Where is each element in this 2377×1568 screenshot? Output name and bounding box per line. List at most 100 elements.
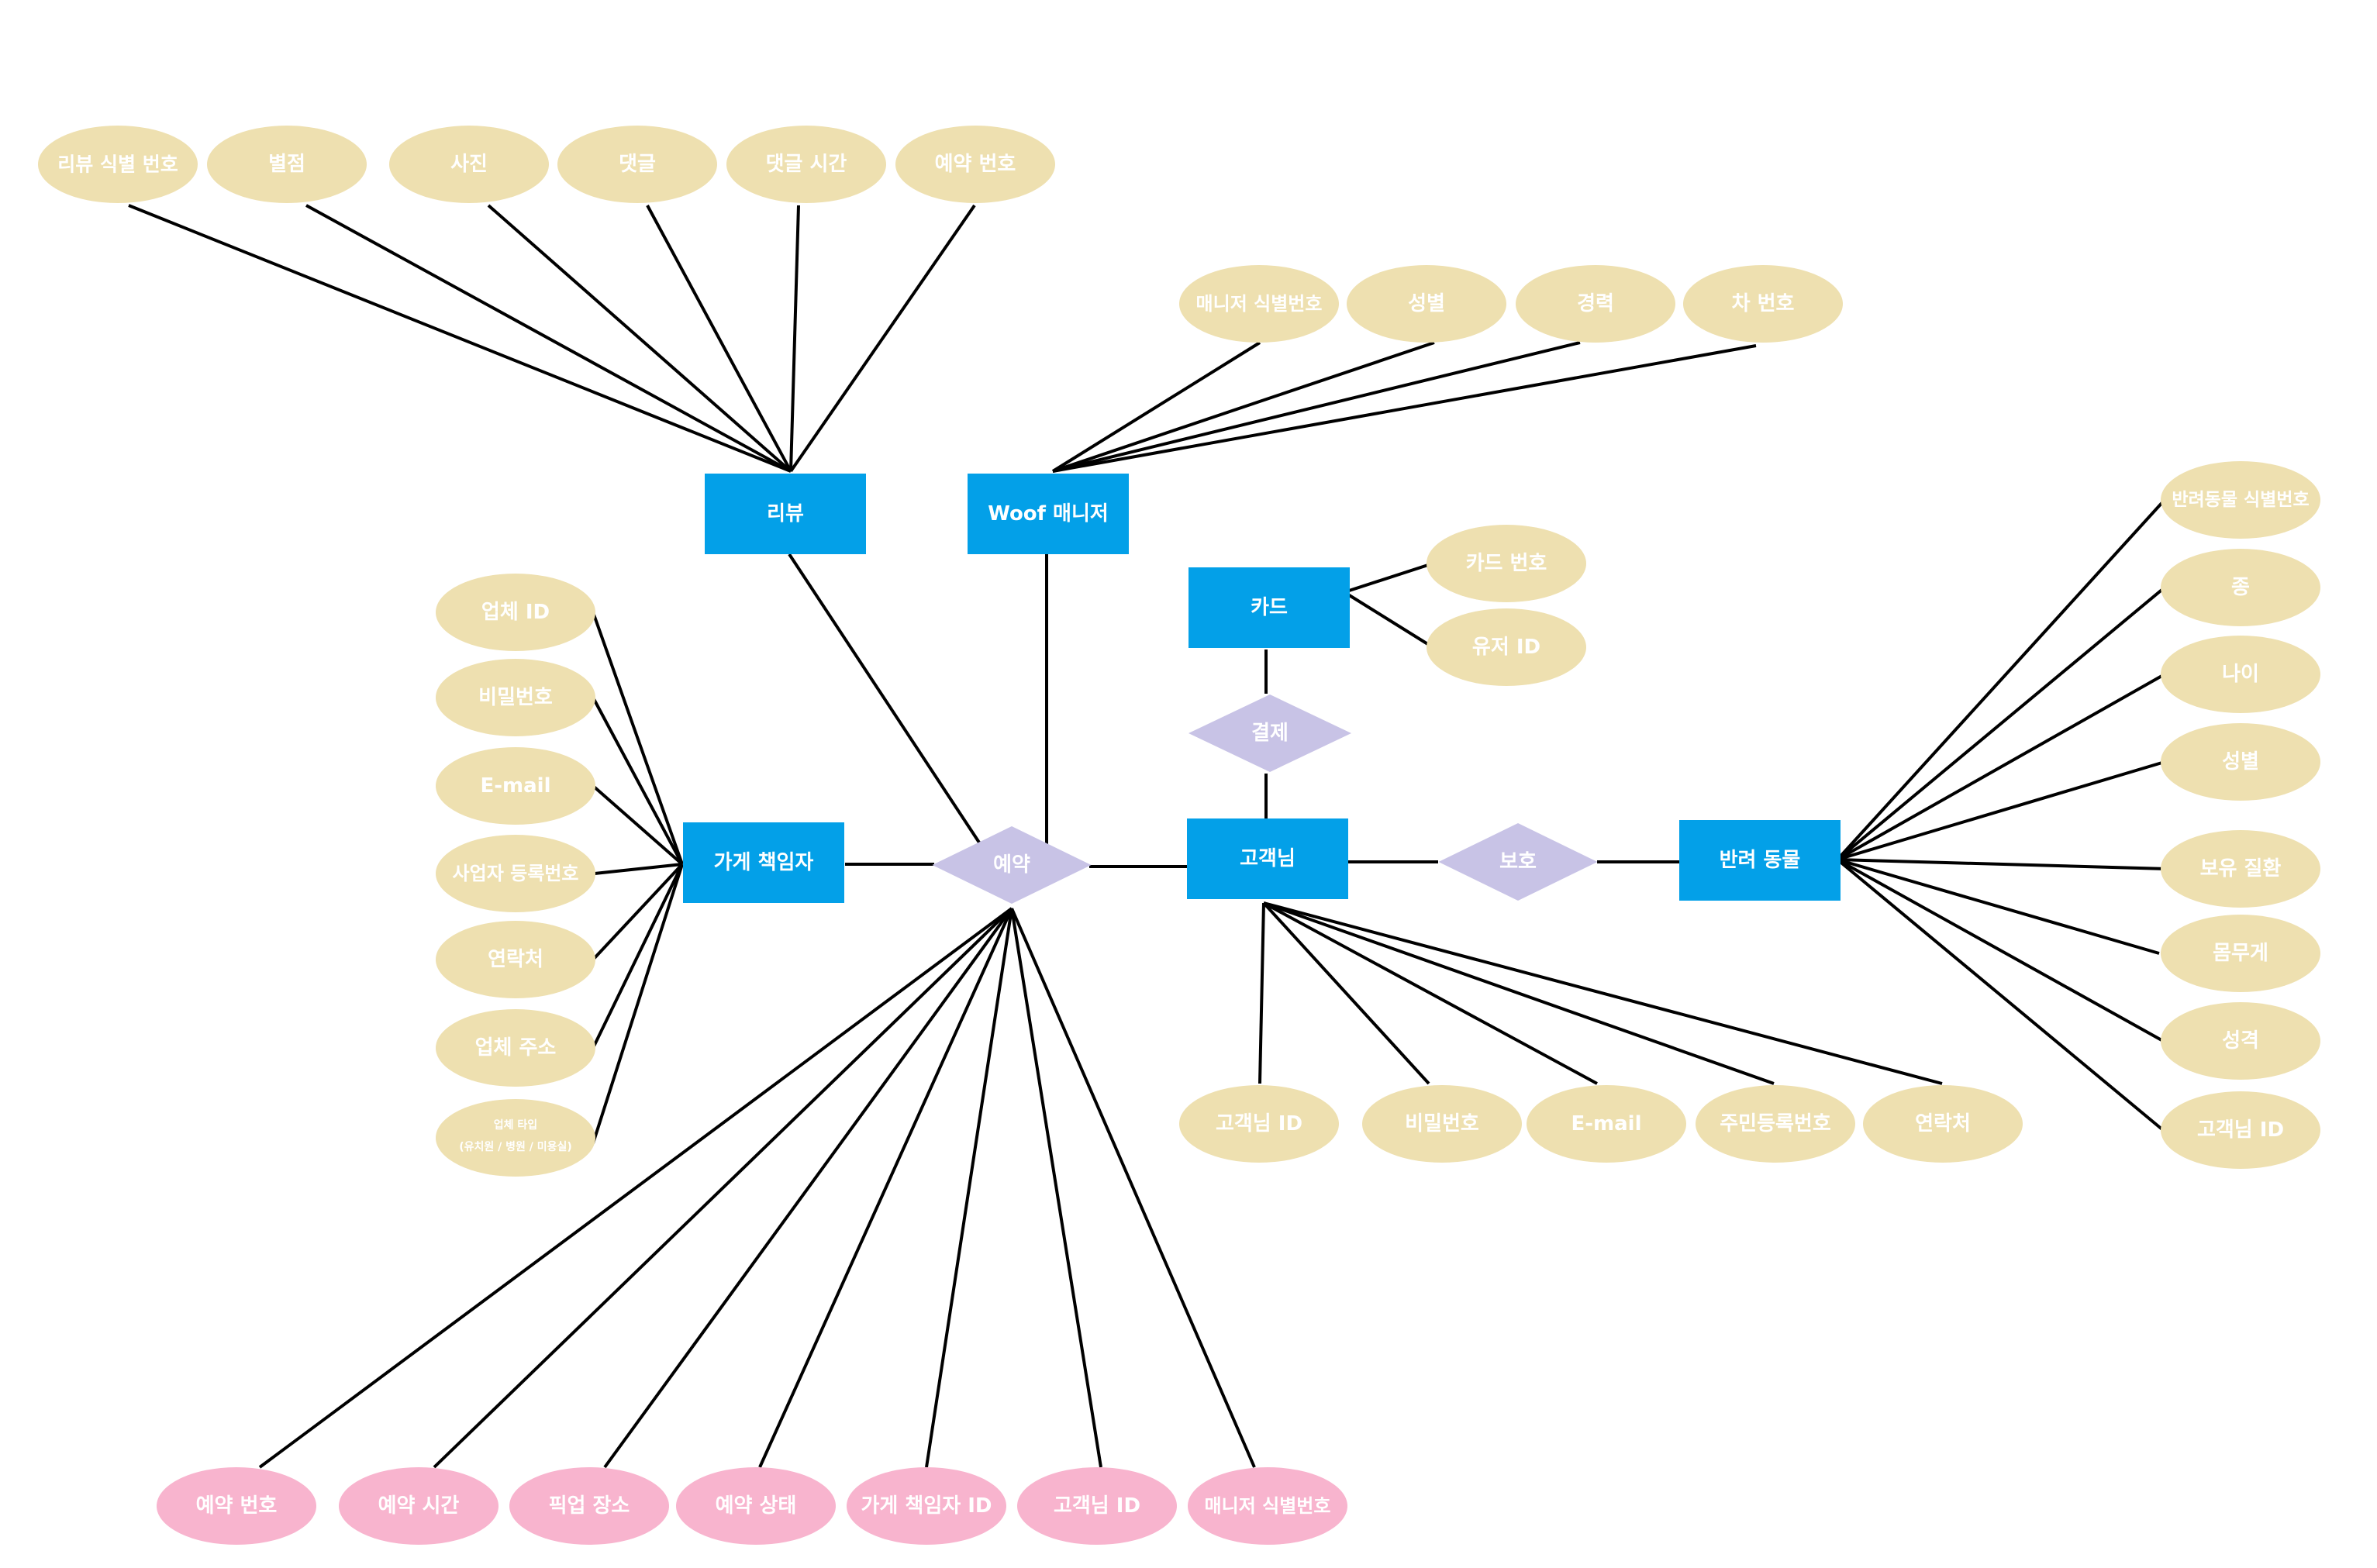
entity-pet[interactable]: 반려 동물 bbox=[1679, 820, 1841, 901]
attribute-ellipse bbox=[436, 835, 595, 912]
reservation-attr-line bbox=[1010, 908, 1256, 1468]
attribute-review-0[interactable]: 리뷰 식별 번호 bbox=[38, 126, 198, 203]
relationship-diamond bbox=[1438, 823, 1598, 901]
attribute-pet-6[interactable]: 성격 bbox=[2161, 1002, 2320, 1080]
attribute-pet-4[interactable]: 보유 질환 bbox=[2161, 830, 2320, 908]
customer-attr-line bbox=[1262, 901, 1430, 1085]
relationship-payment[interactable]: 결제 bbox=[1188, 694, 1351, 772]
attribute-label: 비밀번호 bbox=[1405, 1112, 1479, 1136]
entity-review[interactable]: 리뷰 bbox=[705, 474, 866, 554]
attribute-pet-0[interactable]: 반려동물 식별번호 bbox=[2161, 461, 2320, 539]
attribute-ellipse bbox=[1527, 1085, 1686, 1163]
owner-attr-line bbox=[592, 784, 684, 866]
attribute-pet-1[interactable]: 종 bbox=[2161, 549, 2320, 626]
attribute-owner-1[interactable]: 비밀번호 bbox=[436, 659, 595, 736]
entity-customer[interactable]: 고객님 bbox=[1187, 818, 1348, 899]
entity-card[interactable]: 카드 bbox=[1188, 567, 1350, 648]
attribute-ellipse bbox=[1188, 1467, 1347, 1545]
attribute-reservation-3[interactable]: 예약 상태 bbox=[676, 1467, 836, 1545]
entity-box bbox=[683, 822, 844, 903]
attribute-reservation-5[interactable]: 고객님 ID bbox=[1017, 1467, 1177, 1545]
attribute-reservation-0[interactable]: 예약 번호 bbox=[157, 1467, 316, 1545]
attribute-pet-7[interactable]: 고객님 ID bbox=[2161, 1091, 2320, 1169]
attribute-pet-5[interactable]: 몸무게 bbox=[2161, 915, 2320, 992]
attribute-pet-3[interactable]: 성별 bbox=[2161, 723, 2320, 801]
attribute-review-2[interactable]: 사진 bbox=[389, 126, 549, 203]
attribute-label: 예약 번호 bbox=[935, 153, 1016, 176]
entity-label: 반려 동물 bbox=[1720, 849, 1801, 872]
attribute-reservation-1[interactable]: 예약 시간 bbox=[339, 1467, 499, 1545]
attribute-manager-2[interactable]: 경력 bbox=[1516, 265, 1675, 343]
attribute-label: 업체 타입 bbox=[494, 1119, 537, 1132]
attribute-ellipse bbox=[38, 126, 198, 203]
entity-box bbox=[1188, 567, 1350, 648]
review-attr-line bbox=[646, 205, 792, 472]
attribute-owner-3[interactable]: 사업자 등록번호 bbox=[436, 835, 595, 912]
reservation-attr-line bbox=[1010, 908, 1102, 1468]
attribute-ellipse bbox=[2161, 549, 2320, 626]
attribute-ellipse bbox=[2161, 915, 2320, 992]
attribute-owner-4[interactable]: 연락처 bbox=[436, 921, 595, 998]
attribute-label: E-mail bbox=[480, 774, 550, 798]
customer-attr-line bbox=[1263, 901, 1943, 1085]
attribute-label: 사업자 등록번호 bbox=[453, 863, 579, 884]
attribute-label: 사진 bbox=[450, 153, 488, 176]
attribute-ellipse bbox=[1683, 265, 1843, 343]
attribute-ellipse bbox=[509, 1467, 669, 1545]
attribute-owner-2[interactable]: E-mail bbox=[436, 747, 595, 825]
attribute-reservation-6[interactable]: 매니저 식별번호 bbox=[1188, 1467, 1347, 1545]
entity-owner[interactable]: 가게 책임자 bbox=[683, 822, 844, 903]
attribute-label: 카드 번호 bbox=[1466, 552, 1547, 575]
pet-attr-line bbox=[1837, 858, 2160, 955]
relationship-label: 예약 bbox=[993, 853, 1030, 877]
attribute-manager-3[interactable]: 차 번호 bbox=[1683, 265, 1843, 343]
pet-attr-line bbox=[1837, 858, 2168, 870]
attribute-ellipse bbox=[2161, 723, 2320, 801]
attribute-manager-0[interactable]: 매니저 식별번호 bbox=[1179, 265, 1339, 343]
pet-attr-line bbox=[1837, 673, 2165, 861]
review-attr-line bbox=[789, 205, 800, 472]
reservation-attr-line bbox=[925, 908, 1013, 1468]
entity-box bbox=[705, 474, 866, 554]
attribute-manager-1[interactable]: 성별 bbox=[1347, 265, 1506, 343]
attribute-card-0[interactable]: 카드 번호 bbox=[1427, 525, 1586, 602]
attribute-label: 차 번호 bbox=[1732, 292, 1795, 315]
attribute-label: 매니저 식별번호 bbox=[1205, 1495, 1331, 1517]
attribute-label: 연락처 bbox=[488, 948, 543, 971]
attribute-reservation-4[interactable]: 가게 책임자 ID bbox=[847, 1467, 1006, 1545]
attribute-customer-2[interactable]: E-mail bbox=[1527, 1085, 1686, 1163]
reservation-attr-line bbox=[433, 907, 1013, 1469]
entity-manager[interactable]: Woof 매니저 bbox=[968, 474, 1129, 554]
attribute-customer-3[interactable]: 주민등록번호 bbox=[1696, 1085, 1855, 1163]
attribute-ellipse bbox=[1017, 1467, 1177, 1545]
attribute-owner-type[interactable]: 업체 타입(유치원 / 병원 / 미용실) bbox=[436, 1099, 595, 1177]
attribute-review-1[interactable]: 별점 bbox=[207, 126, 367, 203]
attribute-ellipse bbox=[676, 1467, 836, 1545]
attribute-owner-5[interactable]: 업체 주소 bbox=[436, 1009, 595, 1087]
attribute-label: 가게 책임자 ID bbox=[861, 1494, 992, 1518]
attribute-pet-2[interactable]: 나이 bbox=[2161, 636, 2320, 713]
attribute-card-1[interactable]: 유저 ID bbox=[1427, 608, 1586, 686]
attribute-label: 고객님 ID bbox=[1054, 1494, 1140, 1518]
entity-label: Woof 매니저 bbox=[988, 502, 1109, 526]
attribute-reservation-2[interactable]: 픽업 장소 bbox=[509, 1467, 669, 1545]
attribute-ellipse bbox=[2161, 1002, 2320, 1080]
relationship-protect[interactable]: 보호 bbox=[1438, 823, 1598, 901]
attribute-ellipse bbox=[847, 1467, 1006, 1545]
attribute-customer-1[interactable]: 비밀번호 bbox=[1362, 1085, 1522, 1163]
manager-attr-line bbox=[1052, 341, 1581, 473]
attribute-ellipse bbox=[207, 126, 367, 203]
relationship-reservation[interactable]: 예약 bbox=[932, 826, 1092, 904]
attribute-owner-0[interactable]: 업체 ID bbox=[436, 574, 595, 651]
manager-attr-line bbox=[1051, 341, 1261, 473]
attribute-customer-0[interactable]: 고객님 ID bbox=[1179, 1085, 1339, 1163]
attribute-ellipse bbox=[1696, 1085, 1855, 1163]
attribute-ellipse bbox=[895, 126, 1055, 203]
entity-box bbox=[968, 474, 1129, 554]
attribute-review-4[interactable]: 댓글 시간 bbox=[726, 126, 886, 203]
attribute-customer-4[interactable]: 연락처 bbox=[1863, 1085, 2023, 1163]
owner-attr-line bbox=[592, 863, 684, 961]
attribute-review-5[interactable]: 예약 번호 bbox=[895, 126, 1055, 203]
attribute-review-3[interactable]: 댓글 bbox=[557, 126, 717, 203]
